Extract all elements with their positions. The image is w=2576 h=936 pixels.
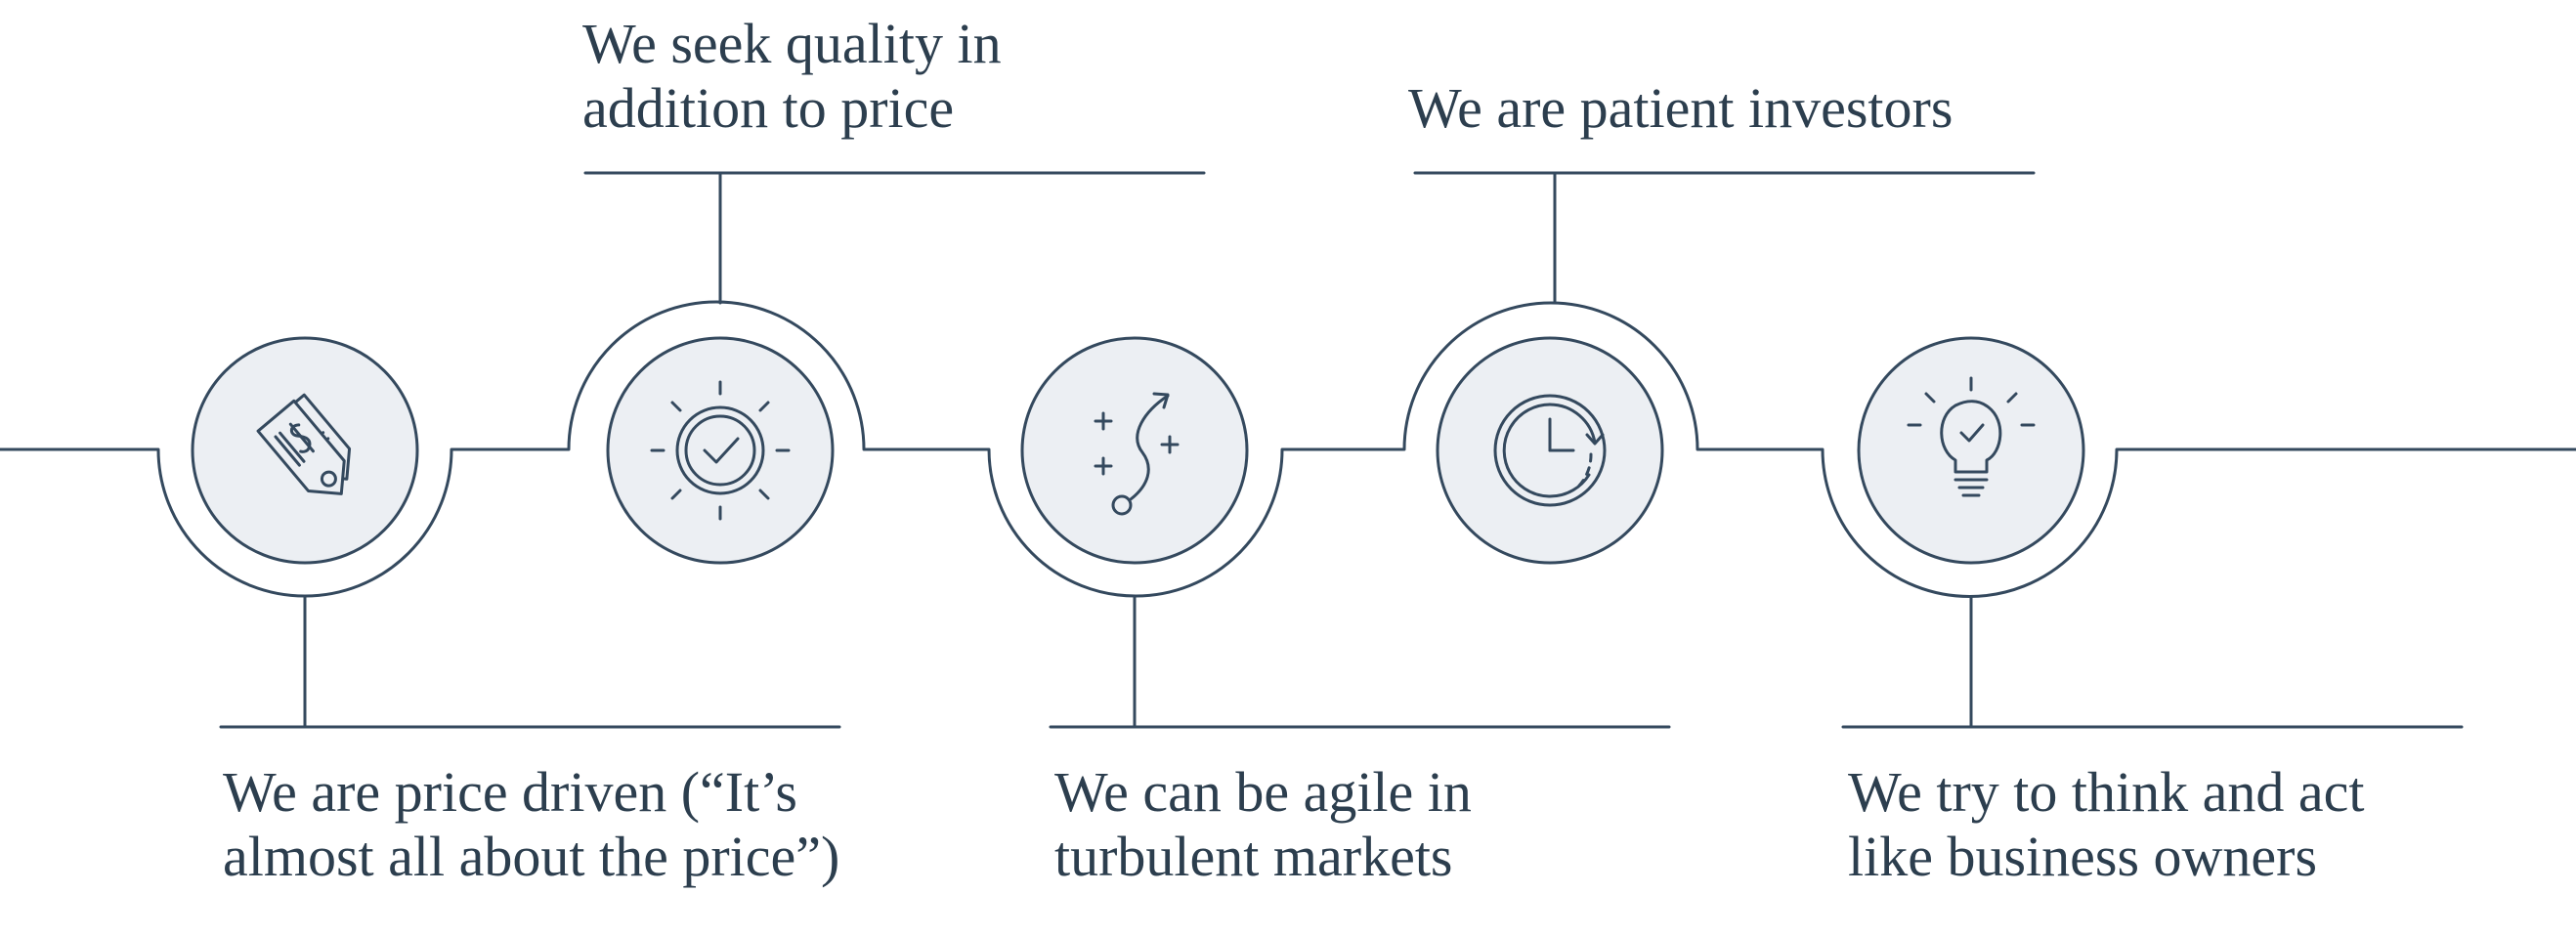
strategy-path-icon	[1094, 392, 1180, 516]
node-quality	[606, 336, 835, 565]
label-agile: We can be agile in turbulent markets	[1054, 760, 1472, 889]
node-agile	[1020, 336, 1249, 565]
label-owners-line-2: like business owners	[1848, 825, 2318, 888]
lightbulb-icon	[1907, 376, 2036, 497]
clock-icon	[1493, 394, 1607, 507]
label-quality-line-2: addition to price	[582, 76, 955, 140]
label-price-driven-line-1: We are price driven (“It’s	[223, 760, 797, 824]
label-price-driven-line-2: almost all about the price”)	[223, 825, 840, 888]
label-quality: We seek quality in addition to price	[582, 12, 1002, 141]
label-owners-line-1: We try to think and act	[1848, 760, 2365, 824]
label-patient: We are patient investors	[1408, 76, 1953, 141]
label-price-driven: We are price driven (“It’s almost all ab…	[223, 760, 839, 889]
label-agile-line-1: We can be agile in	[1054, 760, 1472, 824]
quality-check-badge-icon	[650, 380, 791, 521]
label-quality-line-1: We seek quality in	[582, 12, 1002, 75]
connectors	[219, 171, 2464, 729]
label-agile-line-2: turbulent markets	[1054, 825, 1453, 888]
price-tag-icon	[256, 393, 352, 495]
label-patient-line-1: We are patient investors	[1408, 76, 1953, 140]
node-owners	[1857, 336, 2085, 565]
label-owners: We try to think and act like business ow…	[1848, 760, 2364, 889]
